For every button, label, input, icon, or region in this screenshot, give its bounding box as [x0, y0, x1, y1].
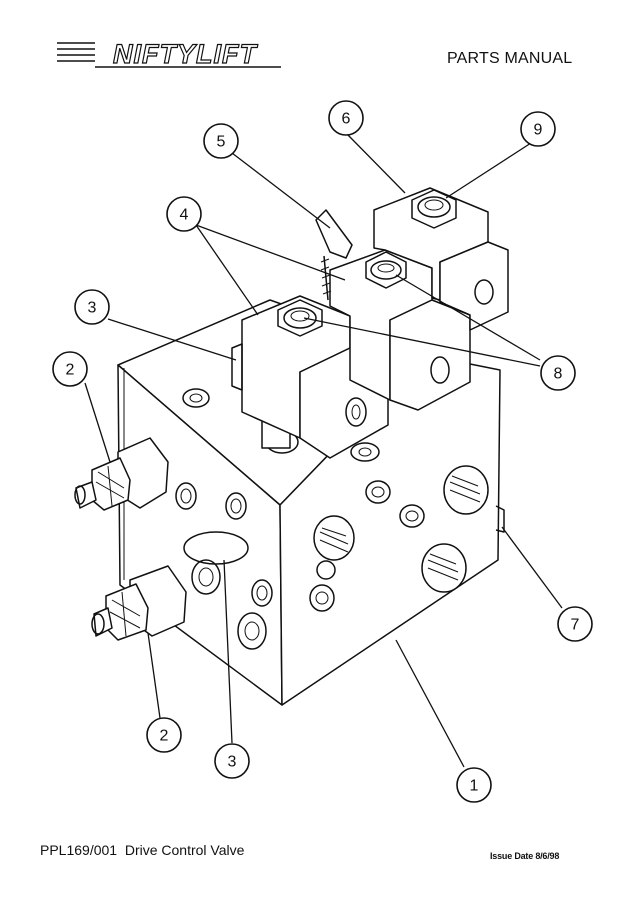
callout-7: 7 — [557, 606, 593, 642]
callout-1: 1 — [456, 767, 492, 803]
right-face-ports — [309, 465, 505, 612]
hose-fitting-lower — [91, 565, 187, 641]
svg-text:3: 3 — [228, 754, 237, 771]
svg-text:NIFTYLIFT: NIFTYLIFT — [113, 39, 258, 69]
niftylift-logo: NIFTYLIFT — [57, 38, 281, 70]
issue-date: Issue Date 8/6/98 — [490, 851, 560, 861]
part-caption: PPL169/001 Drive Control Valve — [40, 842, 245, 858]
callout-5: 5 — [203, 123, 239, 159]
callout-3-lower: 3 — [214, 743, 250, 779]
hose-fitting-upper — [74, 437, 169, 511]
svg-text:5: 5 — [217, 134, 226, 151]
callout-8: 8 — [540, 355, 576, 391]
solenoid-valve-middle — [329, 249, 471, 411]
svg-text:7: 7 — [571, 617, 580, 634]
svg-text:8: 8 — [554, 366, 563, 383]
callout-3-upper: 3 — [74, 289, 110, 325]
plug-cap-3 — [421, 543, 467, 593]
callout-6: 6 — [328, 100, 364, 136]
svg-text:1: 1 — [470, 778, 479, 795]
manual-title: PARTS MANUAL — [447, 50, 573, 67]
leader-lines — [84, 132, 563, 768]
solenoid-valve-rear — [373, 187, 509, 331]
svg-text:2: 2 — [160, 728, 169, 745]
plug-cap-1 — [313, 515, 355, 561]
left-face-ports — [175, 482, 273, 650]
manual-override-lever — [315, 209, 353, 301]
svg-text:2: 2 — [66, 362, 75, 379]
callout-9: 9 — [520, 111, 556, 147]
callout-2-upper: 2 — [52, 351, 88, 387]
svg-text:4: 4 — [180, 207, 189, 224]
plug-cap-2 — [443, 465, 489, 515]
solenoid-valve-front — [231, 295, 389, 459]
svg-text:6: 6 — [342, 111, 351, 128]
svg-text:9: 9 — [534, 122, 543, 139]
callout-4: 4 — [166, 196, 202, 232]
svg-text:3: 3 — [88, 300, 97, 317]
callout-2-lower: 2 — [146, 717, 182, 753]
